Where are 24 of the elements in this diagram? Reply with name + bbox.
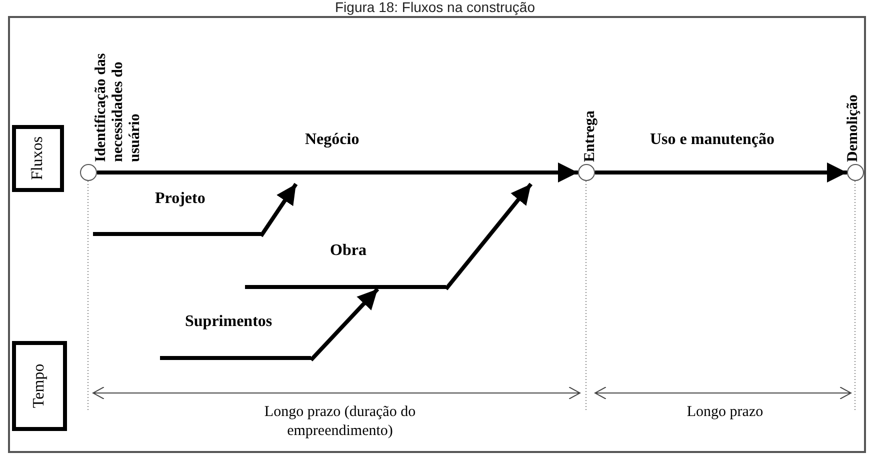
arrow	[97, 162, 578, 182]
label-box: Tempo	[12, 341, 67, 431]
title: Figura 18: Fluxos na construção	[334, 0, 536, 15]
arrow	[595, 162, 847, 182]
edge-label: Negócio	[305, 131, 360, 149]
milestone-circle	[578, 164, 595, 181]
milestone-label: Entrega	[582, 110, 599, 162]
milestone-label: Identificação das necessidades do usuário	[93, 52, 144, 162]
duration-label: Longo prazo (duração do empreendimento)	[263, 403, 417, 441]
flow-label: Projeto	[155, 190, 206, 208]
milestone-label: Demolição	[845, 94, 862, 162]
flow-label: Suprimentos	[185, 313, 272, 331]
arrow	[310, 288, 380, 362]
edge-label: Uso e manutenção	[650, 131, 774, 149]
flow-bar	[245, 242, 446, 289]
arrow	[444, 182, 533, 290]
flow-bar	[160, 313, 311, 360]
duration-label: Longo prazo	[686, 403, 764, 422]
flow-label: Obra	[330, 242, 366, 260]
flow-bar	[93, 190, 261, 236]
arrow	[259, 182, 298, 238]
milestone-circle	[80, 164, 97, 181]
milestone-circle	[847, 164, 864, 181]
label-box: Fluxos	[12, 125, 64, 192]
